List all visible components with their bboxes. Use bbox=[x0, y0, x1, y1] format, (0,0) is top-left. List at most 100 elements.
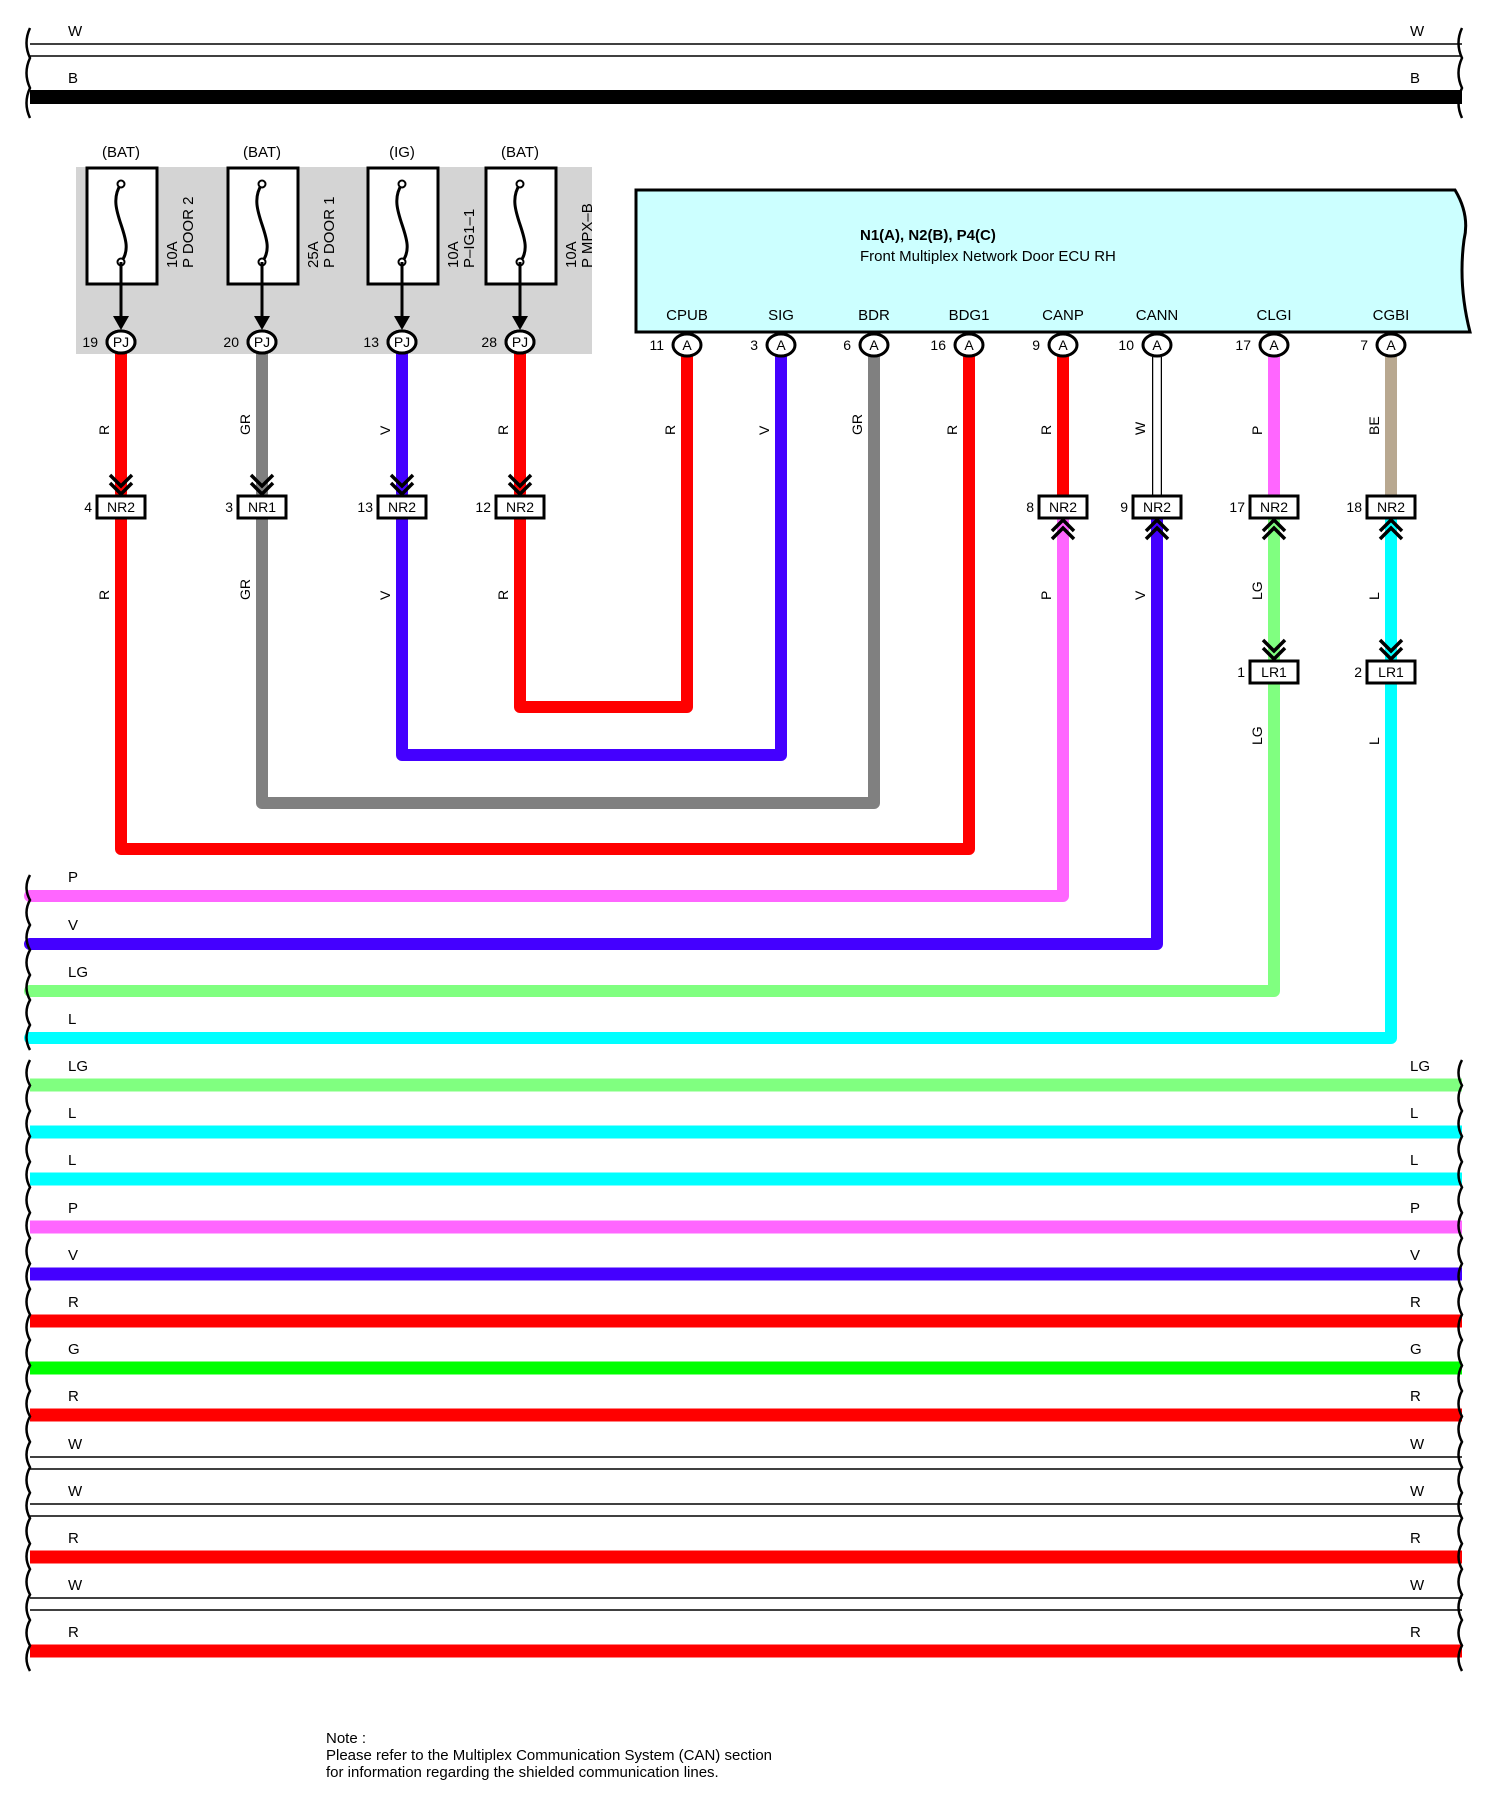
ecu-terminal-clgi-junction-pin: 17 bbox=[1229, 499, 1245, 515]
note-block: Note : Please refer to the Multiplex Com… bbox=[326, 1730, 772, 1781]
ecu-terminal-sig-connector bbox=[765, 332, 797, 358]
bus-wire-3-right-label: P bbox=[1410, 1200, 1420, 1217]
ecu-terminal-bdg1-name: BDG1 bbox=[949, 307, 990, 324]
fuse-3-junction-label: NR2 bbox=[506, 499, 534, 515]
ecu-terminal-bdg1-wire-label: R bbox=[944, 425, 960, 435]
ecu-terminal-cann-junction-pin: 9 bbox=[1120, 499, 1128, 515]
fuse-1-supply-label: (BAT) bbox=[243, 144, 281, 161]
fuse-0-name: P DOOR 2 bbox=[180, 197, 197, 268]
left-wire-3-label: L bbox=[68, 1011, 76, 1028]
ecu-title: N1(A), N2(B), P4(C) bbox=[860, 227, 996, 244]
ecu-terminal-clgi-wire-lower2-label: LG bbox=[1249, 726, 1265, 745]
ecu-terminal-clgi-wire-label: P bbox=[1249, 426, 1265, 435]
ecu-terminal-cann-junction-arrow bbox=[1144, 517, 1170, 541]
ecu-terminal-canp-pin: 9 bbox=[1032, 337, 1040, 353]
bus-wire-11-left-label: W bbox=[68, 1577, 83, 1594]
fuse-2-junction bbox=[376, 494, 428, 520]
top-wire-0-right-label: W bbox=[1410, 23, 1425, 40]
fuse-0-junction-pin: 4 bbox=[84, 499, 92, 515]
ecu-terminal-cgbi-junction2-pin: 2 bbox=[1354, 664, 1362, 680]
ecu-terminal-canp-wire-lower-label: P bbox=[1038, 591, 1054, 600]
fuse-0-junction-arrow bbox=[108, 473, 134, 497]
fuse-2-element bbox=[395, 183, 409, 263]
ecu-terminal-cgbi-wire-left bbox=[24, 678, 1397, 1044]
ecu-terminal-cgbi-connector bbox=[1375, 332, 1407, 358]
ecu-terminal-cann-junction bbox=[1131, 494, 1183, 520]
bus-wire-10-left-label: R bbox=[68, 1530, 79, 1547]
fuse-3-name: P MPX–B bbox=[579, 203, 596, 268]
ecu-terminal-clgi-pin: 17 bbox=[1235, 337, 1251, 353]
fuse-2-connector bbox=[386, 329, 418, 355]
ecu-terminal-cgbi-name: CGBI bbox=[1373, 307, 1410, 324]
bus-wire-4-left-label: V bbox=[68, 1247, 78, 1264]
fuse-3-pin: 28 bbox=[481, 334, 497, 350]
fuse-1-name: P DOOR 1 bbox=[321, 197, 338, 268]
ecu-terminal-clgi-connector bbox=[1258, 332, 1290, 358]
fuse-1-wire-upper-label: GR bbox=[237, 414, 253, 435]
ecu-terminal-cpub-connector-label: A bbox=[682, 337, 692, 353]
fuse-2-wire-upper-label: V bbox=[377, 425, 393, 435]
ecu-terminal-cann-wire-left bbox=[24, 513, 1163, 950]
fuse-1-pin: 20 bbox=[223, 334, 239, 350]
ecu-terminal-cgbi-wire-lower2-label: L bbox=[1366, 737, 1382, 745]
fuse-2-terminal-top bbox=[397, 179, 407, 189]
ecu-terminal-canp-name: CANP bbox=[1042, 307, 1084, 324]
ecu-terminal-cann-pin: 10 bbox=[1118, 337, 1134, 353]
ecu-terminal-cgbi-junction2 bbox=[1365, 659, 1417, 685]
fuse-0-arrow bbox=[113, 316, 129, 330]
ecu-terminal-clgi-name: CLGI bbox=[1256, 307, 1291, 324]
ecu-body bbox=[634, 188, 1472, 334]
ecu-subtitle: Front Multiplex Network Door ECU RH bbox=[860, 248, 1116, 265]
ecu-terminal-clgi-junction2 bbox=[1248, 659, 1300, 685]
left-wire-0-label: P bbox=[68, 869, 78, 886]
fuse-3-junction-pin: 12 bbox=[475, 499, 491, 515]
fuse-0-connector-label: PJ bbox=[113, 334, 129, 350]
fuse-3-arrow bbox=[512, 316, 528, 330]
ecu-terminal-canp-junction-arrow bbox=[1050, 517, 1076, 541]
fuse-2-wire-lower-label: V bbox=[377, 590, 393, 600]
ecu-terminal-cgbi-junction-label: NR2 bbox=[1377, 499, 1405, 515]
bus-wire-2-left-label: L bbox=[68, 1152, 76, 1169]
ecu-terminal-bdr-connector-label: A bbox=[869, 337, 879, 353]
ecu-terminal-cgbi-wire-label: BE bbox=[1366, 416, 1382, 435]
ecu-terminal-canp-connector bbox=[1047, 332, 1079, 358]
route-bdr bbox=[256, 351, 880, 809]
fuse-2-name: P–IG1–1 bbox=[461, 209, 478, 268]
fuse-1-junction-pin: 3 bbox=[225, 499, 233, 515]
ecu-terminal-bdr-wire-label: GR bbox=[849, 414, 865, 435]
bus-wire-12-right-label: R bbox=[1410, 1624, 1421, 1641]
fuse-3-wire-lower-label: R bbox=[495, 590, 511, 600]
ecu-terminal-sig-connector-label: A bbox=[776, 337, 786, 353]
ecu-terminal-clgi-wire-lower-label: LG bbox=[1249, 581, 1265, 600]
fuse-2-pin: 13 bbox=[363, 334, 379, 350]
fuse-3-connector bbox=[504, 329, 536, 355]
fuse-3-supply-label: (BAT) bbox=[501, 144, 539, 161]
fuse-3-junction-arrow bbox=[507, 473, 533, 497]
ecu-terminal-cgbi-junction-pin: 18 bbox=[1346, 499, 1362, 515]
ecu-terminal-cgbi-pin: 7 bbox=[1360, 337, 1368, 353]
top-break-left bbox=[25, 27, 32, 119]
top-break-right bbox=[1457, 27, 1464, 119]
ecu-terminal-cann-junction-label: NR2 bbox=[1143, 499, 1171, 515]
ecu-terminal-cgbi-junction bbox=[1365, 494, 1417, 520]
ecu-terminal-sig-name: SIG bbox=[768, 307, 794, 324]
bus-wire-10-right-label: R bbox=[1410, 1530, 1421, 1547]
bus-wire-11-right-label: W bbox=[1410, 1577, 1425, 1594]
route-bdg1 bbox=[115, 351, 975, 855]
fuse-2-connector-label: PJ bbox=[394, 334, 410, 350]
bus-wire-7-left-label: R bbox=[68, 1388, 79, 1405]
fuse-3-connector-label: PJ bbox=[512, 334, 528, 350]
fuse-0-connector bbox=[105, 329, 137, 355]
ecu-terminal-clgi-junction-arrow bbox=[1261, 517, 1287, 541]
ecu-terminal-clgi-wire-left bbox=[24, 678, 1280, 997]
bus-wire-9-right-label: W bbox=[1410, 1483, 1425, 1500]
fuse-1-element bbox=[255, 183, 269, 263]
bus-wire-6-right-label: G bbox=[1410, 1341, 1422, 1358]
fuse-0-rating: 10A bbox=[164, 241, 181, 268]
bus-wire-6-left-label: G bbox=[68, 1341, 80, 1358]
fuse-1-junction-label: NR1 bbox=[248, 499, 276, 515]
route-sig bbox=[396, 351, 787, 761]
ecu-terminal-cgbi-connector-label: A bbox=[1386, 337, 1396, 353]
fuse-0-junction bbox=[95, 494, 147, 520]
